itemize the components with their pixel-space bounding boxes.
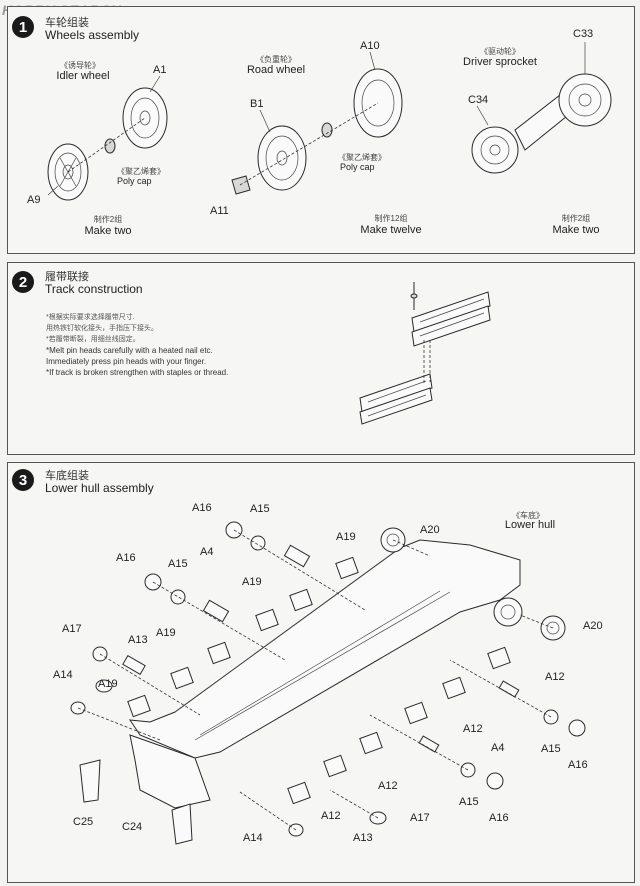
part-label-a20-1: A20: [420, 524, 440, 536]
sprocket-qty-zh: 制作2组: [561, 214, 591, 223]
part-label-a19-4: A19: [98, 678, 118, 690]
track-note-en-3: *If track is broken strengthen with stap…: [46, 368, 229, 377]
step-2-title-en: Track construction: [45, 282, 143, 296]
part-label-a20-2: A20: [583, 620, 603, 632]
track-segment-upper-drawing: [411, 291, 491, 333]
step-1-number: 1: [12, 16, 34, 38]
step-3-title-zh: 车底组装: [45, 470, 89, 482]
part-label-a14-2: A14: [243, 832, 263, 844]
part-label-a16-3: A16: [568, 759, 588, 771]
sprocket-label-en: Driver sprocket: [463, 56, 537, 68]
step-3-title-en: Lower hull assembly: [45, 481, 154, 495]
track-note-en-1: *Melt pin heads carefully with a heated …: [46, 346, 213, 355]
sprocket-label-zh: 《驱动轮》: [480, 47, 520, 56]
part-label-a16-2: A16: [116, 552, 136, 564]
sprocket-inner-drawing: [471, 126, 519, 174]
poly-cap-label-zh-1: 《聚乙烯套》: [117, 167, 165, 176]
track-notes: *根据实际要求选择履带尺寸. 用热铁钉软化接头，手指压下接头。 *若履带断裂，用…: [46, 312, 228, 378]
idler-wheel-label-en: Idler wheel: [56, 70, 110, 82]
track-segment-lower-drawing: [359, 373, 433, 413]
part-label-a11: A11: [210, 205, 229, 217]
step-2-panel: [7, 262, 635, 455]
part-label-a16-4: A16: [489, 812, 509, 824]
part-label-a12-1: A12: [545, 671, 565, 683]
step-2-number: 2: [12, 271, 34, 293]
part-label-a1: A1: [153, 64, 167, 76]
part-label-c34: C34: [468, 94, 489, 106]
part-label-a13-2: A13: [353, 832, 373, 844]
part-label-a12-4: A12: [321, 810, 341, 822]
part-label-a16-1: A16: [192, 502, 212, 514]
step-1-title-en: Wheels assembly: [45, 28, 140, 42]
sprocket-qty-en: Make two: [552, 224, 600, 236]
part-label-a15-4: A15: [459, 796, 479, 808]
idler-wheel-inner-drawing: [122, 87, 168, 149]
part-label-c24: C24: [122, 821, 143, 833]
right-suspension-parts-drawing: [287, 646, 586, 825]
road-qty-en: Make twelve: [360, 224, 422, 236]
part-label-a19-1: A19: [336, 531, 356, 543]
idler-wheel-label-zh: 《诱导轮》: [60, 61, 100, 70]
part-label-a17-2: A17: [410, 812, 430, 824]
poly-cap-label-zh-2: 《聚乙烯套》: [338, 153, 386, 162]
track-note-zh-2: 用热铁钉软化接头，手指压下接头。: [46, 325, 158, 332]
idler-qty-en: Make two: [84, 225, 132, 237]
poly-cap-label-en-2: Poly cap: [340, 162, 375, 172]
part-label-a19-2: A19: [242, 576, 262, 588]
part-label-a17-1: A17: [62, 623, 82, 635]
track-note-zh-1: *根据实际要求选择履带尺寸.: [46, 314, 135, 321]
c24-part-drawing: [171, 803, 193, 845]
part-label-a15-2: A15: [168, 558, 188, 570]
track-note-zh-3: *若履带断裂，用细丝线固定。: [46, 336, 140, 343]
part-label-a12-2: A12: [463, 723, 483, 735]
lower-hull-rear-drawing: [129, 734, 211, 809]
part-label-a4-2: A4: [491, 742, 505, 754]
road-wheel-outer-drawing: [257, 125, 307, 191]
idler-qty-zh: 制作2组: [93, 215, 123, 224]
part-label-a14-1: A14: [53, 669, 73, 681]
step-3-number: 3: [12, 469, 34, 491]
poly-cap-label-en-1: Poly cap: [117, 176, 152, 186]
left-suspension-parts-drawing: [70, 521, 359, 845]
part-label-a13-1: A13: [128, 634, 148, 646]
lower-hull-drawing: [128, 539, 521, 759]
road-wheel-label-zh: 《负重轮》: [256, 55, 296, 64]
part-label-a15-3: A15: [541, 743, 561, 755]
step-2-title-zh: 履带联接: [45, 271, 89, 283]
track-note-en-2: Immediately press pin heads with your fi…: [46, 357, 207, 366]
part-label-b1: B1: [250, 98, 264, 110]
part-label-c25: C25: [73, 816, 94, 828]
lower-hull-label-zh: 《车底》: [512, 511, 544, 520]
c25-part-drawing: [79, 759, 101, 803]
lower-hull-label-en: Lower hull: [504, 519, 556, 531]
hub-cap-drawing: [231, 175, 251, 195]
part-label-a19-3: A19: [156, 627, 176, 639]
part-label-a12-3: A12: [378, 780, 398, 792]
road-qty-zh: 制作12组: [374, 214, 408, 223]
road-wheel-label-en: Road wheel: [246, 64, 306, 76]
part-label-a4-1: A4: [200, 546, 214, 558]
part-label-a10: A10: [360, 40, 380, 52]
step-1-title-zh: 车轮组装: [45, 17, 89, 29]
part-label-a9: A9: [27, 194, 41, 206]
part-label-a15-1: A15: [250, 503, 270, 515]
hull-final-drive-drawing: [493, 597, 523, 627]
part-label-c33: C33: [573, 28, 594, 40]
